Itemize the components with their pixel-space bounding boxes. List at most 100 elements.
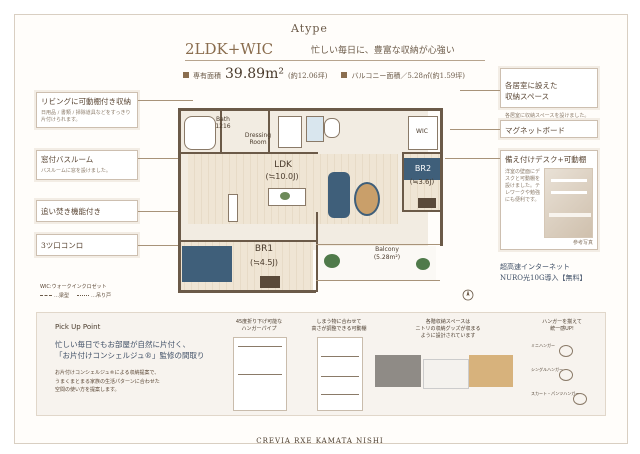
callout-title: 窓付バスルーム [41, 155, 94, 164]
leader-line [460, 90, 500, 91]
model-name: 2LDK+WIC [185, 40, 274, 58]
area-value: 39.89m² [225, 66, 284, 82]
bathtub [184, 116, 216, 150]
leader-line [138, 100, 193, 101]
hanger-icon [573, 393, 587, 405]
legend-hanging: …吊り戸 [91, 293, 112, 299]
callout-stove: 3ツ口コンロ [36, 234, 138, 256]
shelf-line [321, 376, 359, 377]
item-shelf-title: しまう物に合わせて 高さが調整できる可動棚 [311, 319, 367, 332]
plant-decor [280, 192, 290, 200]
plan-type: Atype [291, 22, 328, 35]
callout-desk: 備え付けデスク+可動棚 洋室の壁面にデスクと可動棚を設けました。テレワークや勉強… [500, 150, 598, 250]
callout-sub: 日用品 / 書類 / 掃除道具などをすっきり片付けられます。 [41, 110, 131, 123]
washbasin [278, 116, 302, 148]
area-label: 専有面積 [193, 72, 221, 80]
pickup-heading: Pick Up Point [55, 323, 101, 331]
br1-size: (≒4.5J) [249, 258, 279, 267]
callout-title: リビングに可動棚付き収納 [41, 97, 131, 106]
callout-title: 追い焚き機能付き [41, 207, 101, 216]
callout-reheating: 追い焚き機能付き [36, 200, 138, 222]
wall [402, 210, 442, 212]
wall [178, 108, 440, 111]
hanger-skirt: スカート・パンツハンガー [531, 391, 580, 396]
callout-room-storage: 各居室に設えた 収納スペース 各居室に収納スペースを設けました。 [500, 68, 598, 119]
callout-sub: 洋室の壁面にデスクと可動棚を設けました。テレワークや勉強にも便利です。 [505, 169, 541, 203]
wall [316, 212, 318, 292]
round-rug [354, 182, 380, 216]
photo-caption: 参考写真 [572, 240, 593, 246]
pipe-line [238, 346, 282, 347]
pickup-lead: 忙しい毎日でもお部屋が自然に片付く、 「お片付けコンシェルジュ®」監修の間取り [55, 340, 205, 361]
wall [178, 240, 318, 242]
hanger-pipe-illustration [233, 337, 287, 411]
wall [178, 108, 181, 292]
br1-desk [260, 276, 280, 288]
callout-title: マグネットボード [505, 126, 565, 135]
storage-box-gray [375, 355, 421, 387]
balcony-plant [324, 254, 340, 268]
footer-brand: CREVIA RXE KAMATA NISHI [256, 437, 384, 445]
area-row: 専有面積 39.89m² (約12.06坪) バルコニー面積／5.28㎡(約1.… [183, 66, 465, 82]
square-icon [183, 72, 189, 78]
shelf-line [321, 356, 359, 357]
pipe-line [238, 374, 282, 375]
callout-living-storage: リビングに可動棚付き収納 日用品 / 書類 / 掃除道具などをすっきり片付けられ… [36, 92, 138, 128]
callout-magnet-board: マグネットボード [500, 120, 598, 138]
pickup-body: お片付けコンシェルジュ®による収納提案で、 うまくまとまる家族の生活パターンに合… [55, 370, 160, 393]
callout-title: 備え付けデスク+可動棚 [505, 155, 587, 164]
wall [402, 152, 404, 212]
hanger-mini: ミニハンガー [531, 343, 555, 348]
br1-label: BR1 [254, 244, 274, 254]
wic-label: WIC [416, 128, 428, 135]
shelf-graphic [550, 179, 587, 182]
wall [178, 152, 318, 154]
wall [220, 110, 222, 154]
balcony-size: (5.28m²) [373, 254, 401, 261]
toilet [324, 118, 340, 138]
area-tsubo: (約12.06坪) [287, 72, 328, 80]
item-hanger-title: ハンガーを揃えて 統一感UP! [542, 319, 582, 332]
item-hanger-pipe-title: 45度折り下げ可能な ハンガーパイプ [235, 319, 283, 332]
shelf-graphic [550, 191, 587, 194]
balcony-plant [416, 258, 430, 270]
storage-box-white [423, 359, 469, 389]
bath-label: Bath 1216 [215, 116, 231, 131]
legend-wic: WIC:ウォークインクロゼット [40, 284, 107, 290]
pickup-panel: Pick Up Point 忙しい毎日でもお部屋が自然に片付く、 「お片付けコン… [36, 312, 606, 416]
ldk-size: (≒10.0J) [265, 172, 299, 181]
hanger-icon [559, 369, 573, 381]
item-nitori-title: 各階収納スペースは ニトリの収納グッズが収まる ように設計されています [415, 319, 481, 339]
sofa [328, 172, 350, 218]
leader-line [445, 158, 500, 159]
shelf-illustration [317, 337, 363, 411]
wall [402, 152, 442, 154]
leader-line [450, 129, 500, 130]
wall [268, 110, 270, 154]
br2-label: BR2 [414, 164, 432, 173]
desk-photo [543, 168, 593, 238]
ldk-label: LDK [274, 160, 292, 170]
square-icon [341, 72, 348, 78]
callout-title: 各居室に設えた 収納スペース [505, 81, 558, 101]
callout-title: 3ツ口コンロ [41, 241, 84, 250]
floor-plan: Bath 1216 Dressing Room WIC LDK (≒10.0J)… [168, 94, 458, 294]
shelf-line [321, 394, 359, 395]
legend-beam: …梁型 [54, 293, 70, 299]
dressing-label: Dressing Room [244, 132, 272, 147]
catchcopy: 忙しい毎日に、豊富な収納が心強い [311, 46, 455, 56]
br2-size: (≒3.6J) [409, 178, 435, 186]
callout-sub: 各居室に収納スペースを設けました。 [505, 113, 590, 119]
wic-room [408, 116, 438, 150]
br1-bed [182, 246, 232, 282]
hanger-icon [559, 345, 573, 357]
balcony-area: バルコニー面積／5.28㎡(約1.59坪) [351, 72, 465, 80]
kitchen-counter [228, 194, 238, 222]
washer [306, 116, 324, 142]
br2-bed [404, 158, 440, 180]
north-compass-icon [462, 286, 474, 301]
callout-sub: バスルームに窓を設けました。 [41, 168, 111, 174]
balcony-label: Balcony [375, 246, 399, 253]
desk-graphic [548, 213, 591, 217]
hanger-single: シングルハンガー [531, 367, 563, 372]
